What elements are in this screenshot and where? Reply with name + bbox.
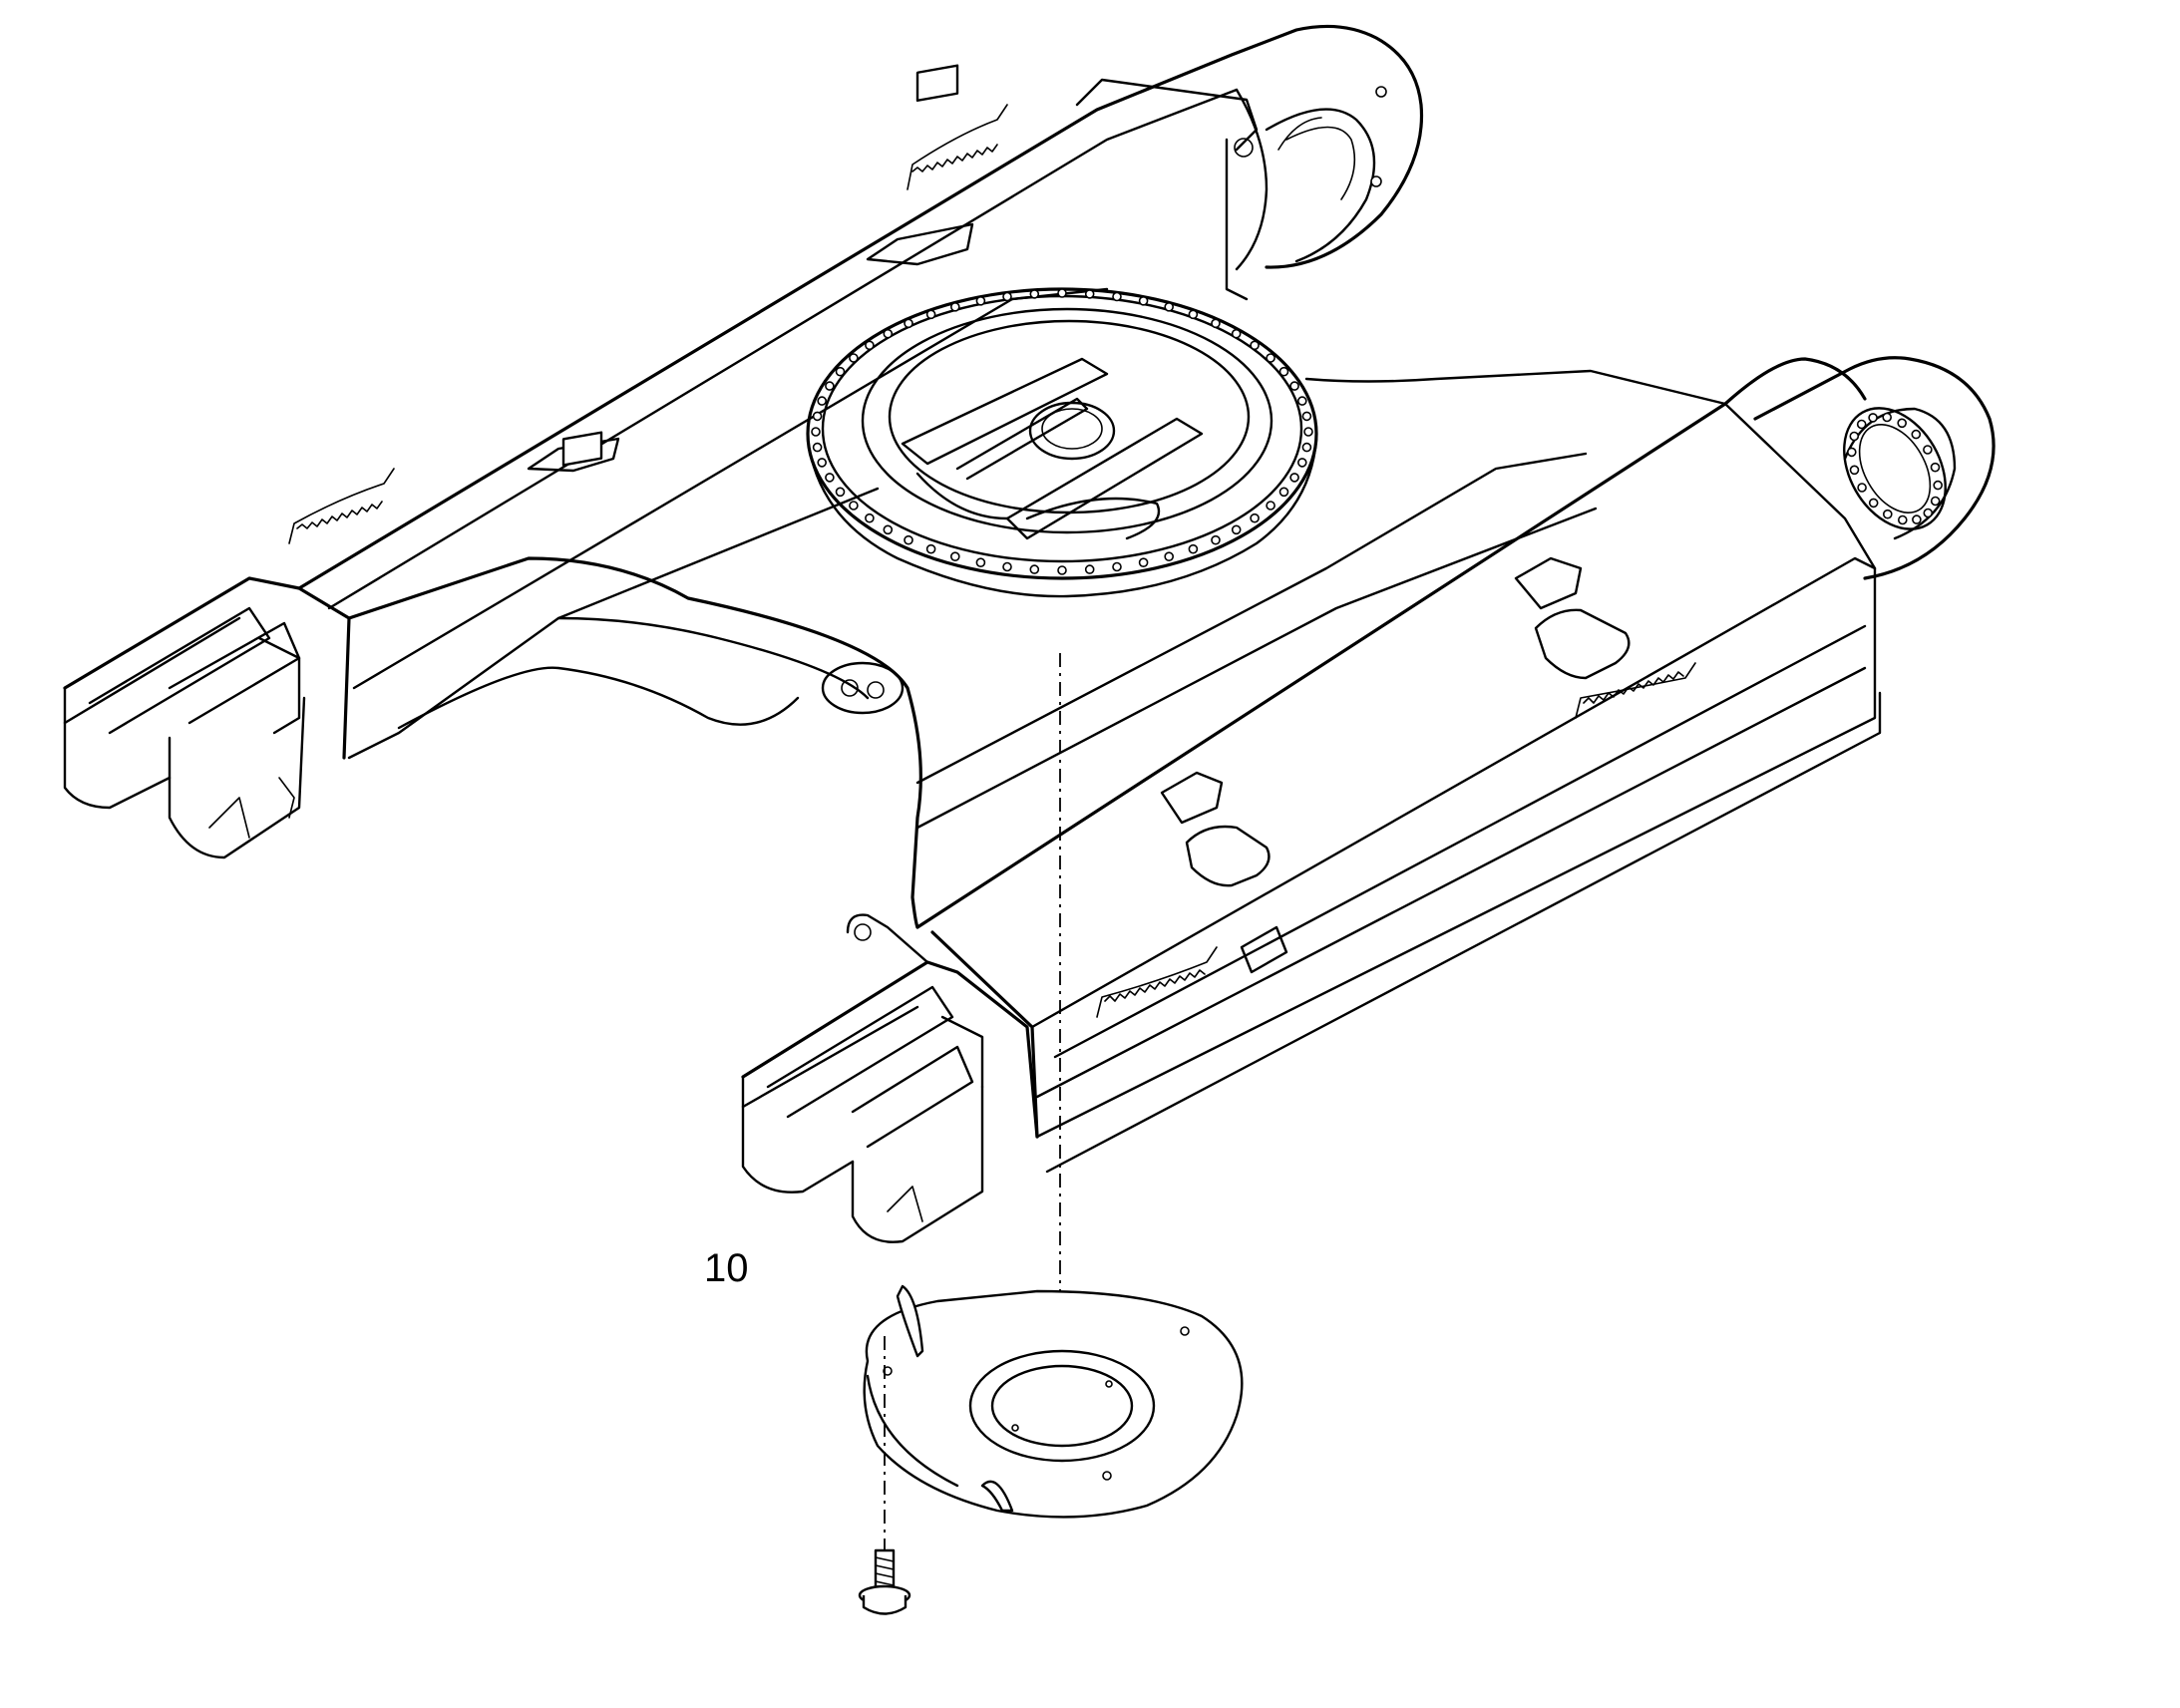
bolt-hole <box>883 524 894 535</box>
bolt-hole <box>1250 340 1260 351</box>
bolt-hole <box>1231 328 1242 339</box>
bolt-hole <box>1868 498 1879 509</box>
bolt-hole <box>904 534 913 545</box>
bolt-hole <box>1266 353 1275 363</box>
bolt-hole <box>1933 480 1943 491</box>
bolt-hole <box>1930 496 1941 507</box>
bolt-hole <box>1164 551 1174 562</box>
bolt-hole <box>1930 462 1941 473</box>
bolt-hole <box>1250 512 1260 523</box>
bolt-hole <box>1849 465 1860 476</box>
bolt-hole <box>1857 483 1867 493</box>
bolt-hole <box>1112 561 1122 572</box>
bolt-hole <box>1849 431 1860 442</box>
bolt-hole <box>1923 445 1933 455</box>
flange-bolt <box>858 1548 911 1615</box>
bolt-hole <box>1138 295 1149 306</box>
bolt-hole <box>949 301 960 312</box>
bolt-hole <box>975 557 986 568</box>
bolt-hole <box>1897 418 1907 429</box>
bolt-hole <box>1301 442 1312 453</box>
bolt-hole <box>949 551 960 562</box>
bolt-hole <box>1084 289 1095 299</box>
bolt-hole <box>835 487 846 498</box>
bolt-hole <box>1084 564 1095 574</box>
bolt-hole <box>817 458 828 468</box>
bolt-hole <box>825 473 835 483</box>
bolt-hole <box>1882 412 1892 423</box>
bolt-hole <box>825 381 835 391</box>
bolt-hole <box>1278 487 1289 498</box>
bolt-hole <box>1057 288 1067 298</box>
bolt-hole <box>849 353 859 363</box>
bolt-hole <box>925 543 936 554</box>
bolt-hole <box>1847 447 1857 458</box>
bolt-hole <box>812 411 823 422</box>
bolt-hole <box>1112 291 1122 302</box>
bolt-hole <box>811 427 821 437</box>
center-swing-ring <box>806 287 1318 598</box>
bolt-hole <box>1211 318 1221 329</box>
bolt-hole <box>925 309 936 320</box>
bolt-hole <box>1138 557 1149 568</box>
bolt-hole <box>1188 543 1199 554</box>
bolt-hole <box>1289 473 1299 483</box>
cover-plate <box>863 1284 1244 1519</box>
part-callout-10: 10 <box>704 1246 749 1290</box>
bolt-hole <box>1002 561 1012 572</box>
lower-side-frame <box>347 356 1996 1243</box>
bolt-hole <box>1278 366 1289 377</box>
bolt-hole <box>1266 501 1275 511</box>
bolt-hole <box>1188 309 1199 320</box>
bolt-hole <box>1301 411 1312 422</box>
bolt-hole <box>1211 534 1221 545</box>
bolt-hole <box>1303 427 1313 437</box>
bolt-hole <box>1289 381 1299 391</box>
bolt-hole <box>904 318 913 329</box>
bolt-hole <box>1911 429 1922 440</box>
bolt-hole <box>1868 413 1878 423</box>
bolt-hole <box>975 295 986 306</box>
bolt-hole <box>1898 514 1908 525</box>
bolt-hole <box>1856 419 1867 430</box>
bolt-hole <box>812 442 823 453</box>
bolt-hole <box>1029 289 1040 299</box>
bolt-hole <box>1029 564 1040 574</box>
bolt-hole <box>1231 524 1242 535</box>
bolt-hole <box>1002 291 1012 302</box>
bolt-hole <box>817 396 828 406</box>
bolt-hole <box>1923 508 1934 518</box>
bolt-hole <box>883 328 894 339</box>
bolt-hole <box>865 340 875 351</box>
bolt-hole <box>1297 396 1307 406</box>
bolt-hole <box>835 366 846 377</box>
bolt-hole <box>849 501 859 511</box>
bolt-hole <box>1164 301 1174 312</box>
upper-side-frame <box>63 24 1424 859</box>
bolt-hole <box>1912 514 1922 524</box>
bolt-hole <box>1297 458 1307 468</box>
bolt-hole <box>1057 565 1067 575</box>
bolt-hole <box>865 512 875 523</box>
bolt-hole <box>1883 509 1893 519</box>
